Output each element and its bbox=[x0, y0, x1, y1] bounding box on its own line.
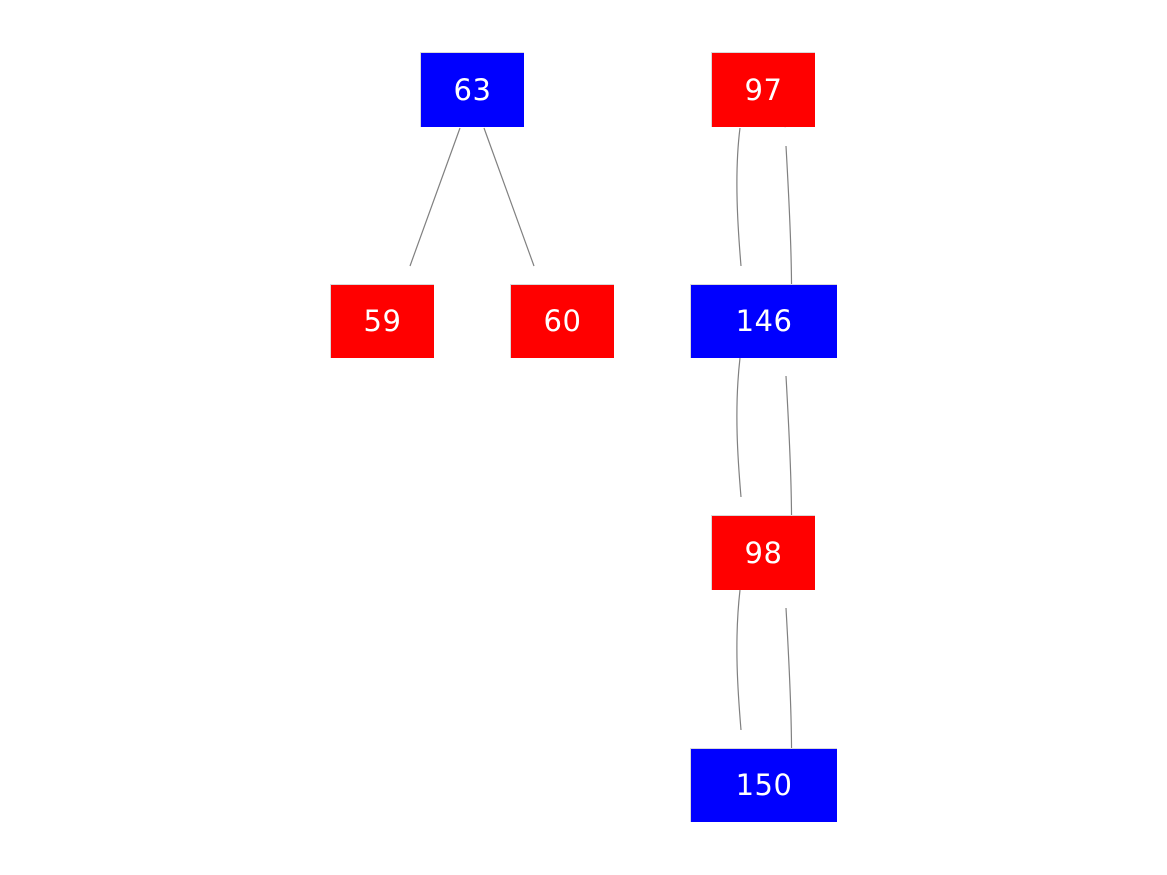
graph-edge-e97-146 bbox=[736, 127, 742, 267]
graph-node-label: 98 bbox=[744, 535, 783, 570]
graph-edge-e146-98 bbox=[736, 357, 742, 498]
graph-node-59[interactable]: 59 bbox=[330, 284, 434, 358]
graph-node-label: 60 bbox=[543, 304, 582, 338]
graph-node-label: 63 bbox=[453, 72, 492, 107]
graph-node-97[interactable]: 97 bbox=[711, 52, 815, 127]
graph-node-60[interactable]: 60 bbox=[510, 284, 614, 358]
graph-node-150[interactable]: 150 bbox=[690, 748, 837, 822]
graph-node-label: 150 bbox=[735, 768, 793, 802]
graph-node-label: 59 bbox=[363, 304, 402, 338]
graph-node-label: 97 bbox=[744, 72, 783, 107]
graph-edge-e63-60 bbox=[483, 127, 535, 267]
graph-edge-e63-59 bbox=[409, 127, 461, 267]
graph-node-146[interactable]: 146 bbox=[690, 284, 837, 358]
graph-node-label: 146 bbox=[735, 304, 793, 338]
graph-edge-e98-150 bbox=[736, 589, 742, 731]
graph-node-63[interactable]: 63 bbox=[420, 52, 524, 127]
graph-node-98[interactable]: 98 bbox=[711, 515, 815, 590]
